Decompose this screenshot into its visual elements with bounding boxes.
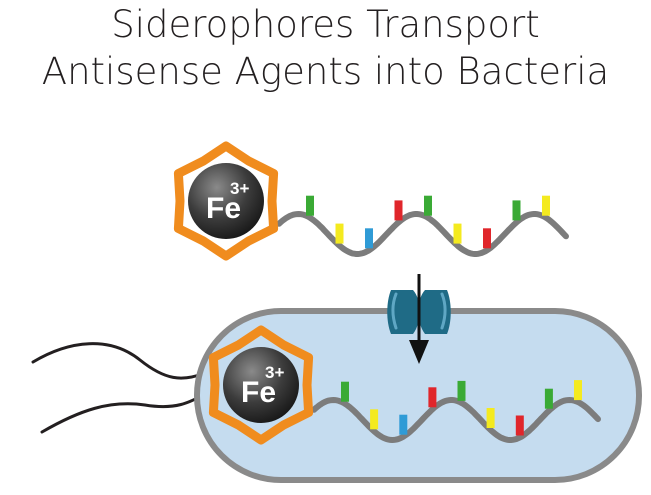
flagella <box>31 342 210 434</box>
nucleobase <box>335 223 344 244</box>
nucleobase <box>512 200 521 221</box>
nucleobase <box>486 408 495 428</box>
iron-symbol: Fe <box>206 192 241 225</box>
nucleobase <box>365 228 373 249</box>
nucleobase <box>424 195 432 216</box>
nucleobase <box>453 223 462 244</box>
iron-symbol: Fe <box>241 376 276 409</box>
flagellum-lower <box>40 390 210 434</box>
nucleobase <box>542 195 550 216</box>
antisense-bases <box>306 195 550 249</box>
nucleobase <box>544 388 553 409</box>
nucleobase <box>574 380 582 401</box>
antisense-bases <box>341 380 582 436</box>
siderophore-hexagon-icon <box>208 325 314 445</box>
siderophore-conjugate-outside: Fe 3+ <box>173 141 569 261</box>
iron-sphere <box>188 163 264 239</box>
nucleobase <box>341 381 349 402</box>
title-line-1: Siderophores Transport <box>111 3 540 46</box>
nucleobase <box>394 200 403 221</box>
nucleobase <box>399 414 408 435</box>
nucleobase <box>483 228 491 249</box>
nucleobase <box>515 415 524 436</box>
siderophore-hexagon-icon <box>173 141 279 261</box>
iron-charge: 3+ <box>265 363 284 382</box>
nucleobase <box>370 409 379 430</box>
siderophore-conjugate-inside: Fe 3+ <box>208 325 601 445</box>
transporter-channel-icon <box>387 290 451 334</box>
flagellum-upper <box>31 342 207 380</box>
nucleobase <box>428 387 437 408</box>
antisense-strand <box>276 210 569 257</box>
iron-sphere <box>223 347 299 423</box>
down-arrow-icon <box>409 274 429 364</box>
nucleobase <box>457 380 466 401</box>
antisense-strand <box>311 396 601 444</box>
diagram-title: Siderophores Transport Antisense Agents … <box>0 1 651 95</box>
iron-charge: 3+ <box>230 179 249 198</box>
title-line-2: Antisense Agents into Bacteria <box>41 50 610 93</box>
nucleobase <box>306 195 314 216</box>
